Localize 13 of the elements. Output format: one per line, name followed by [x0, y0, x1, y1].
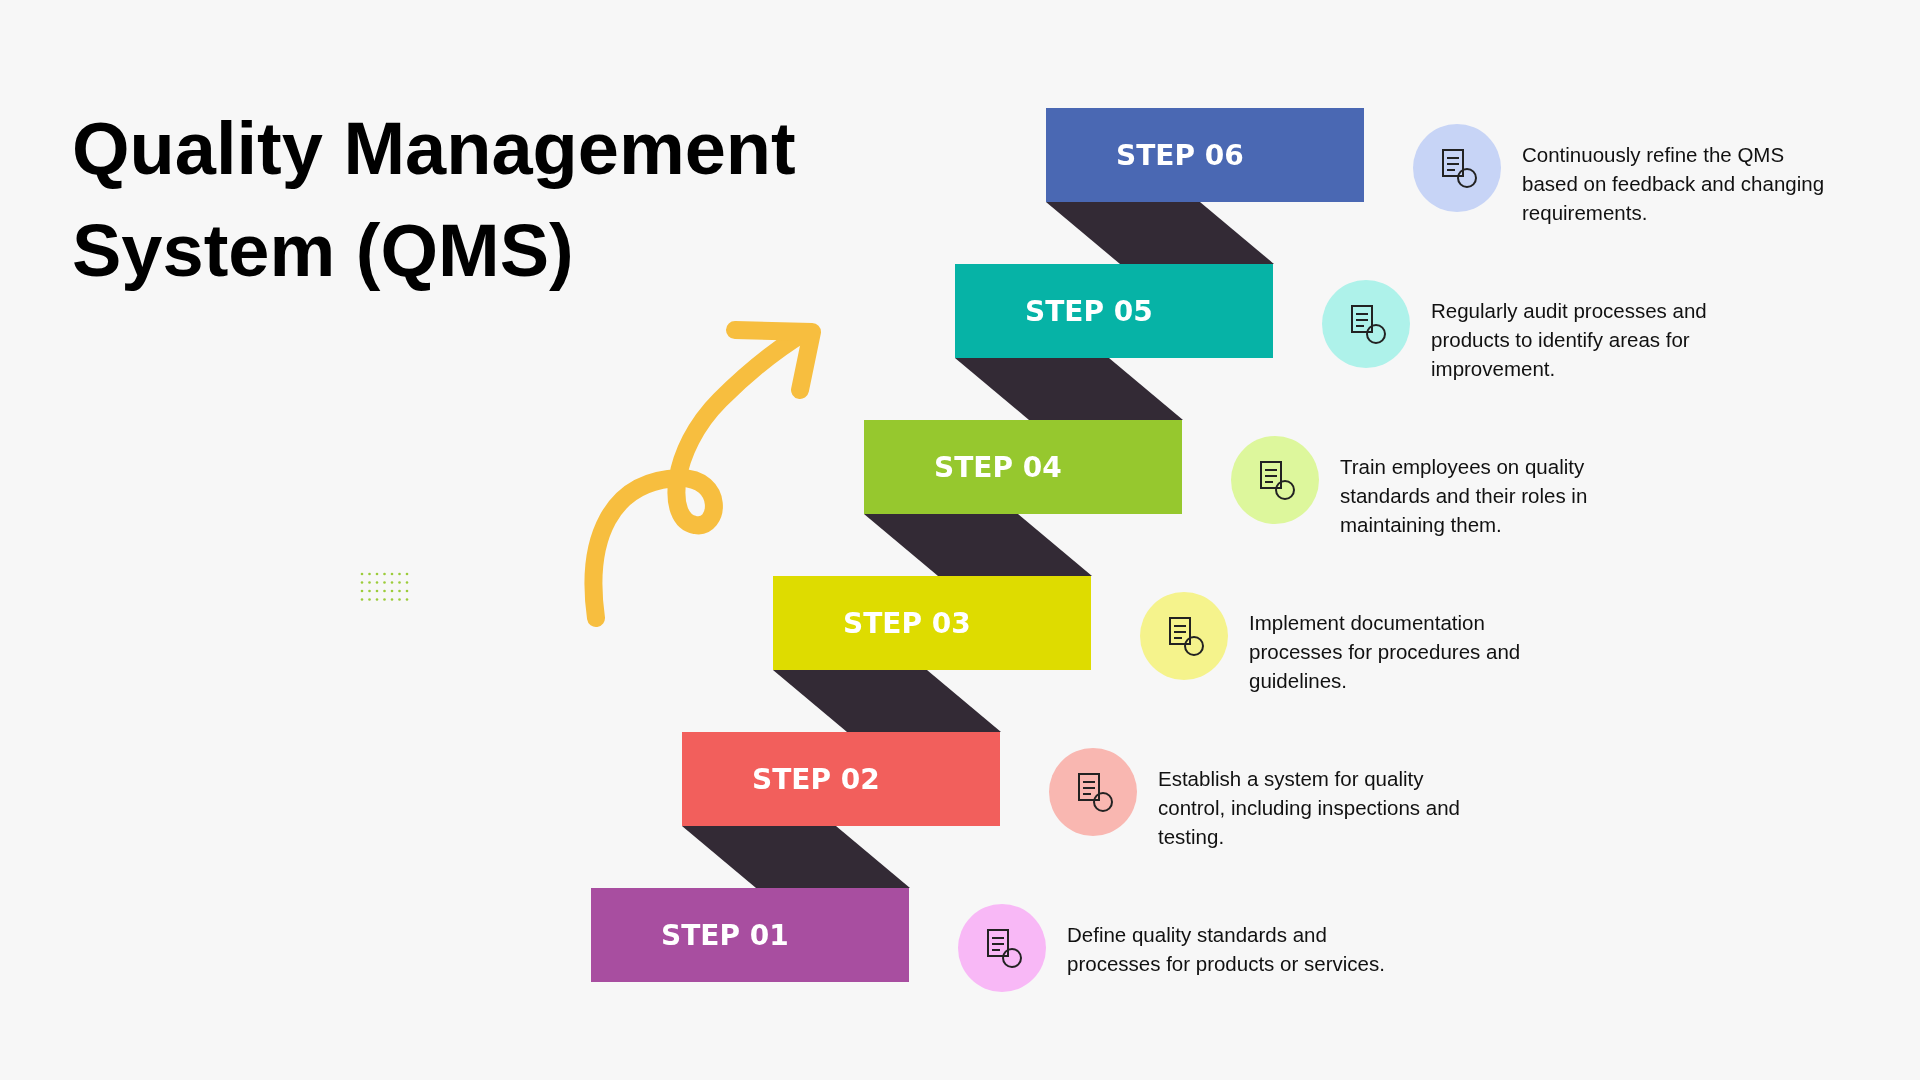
step-box: STEP 03: [773, 576, 1091, 670]
title: Quality Management System (QMS): [72, 106, 797, 294]
step-box: STEP 02: [682, 732, 1000, 826]
step-box: STEP 05: [955, 264, 1273, 358]
step-description: Define quality standards and processes for products or services.: [1067, 922, 1386, 977]
step-description: Regularly audit processes and products to identify areas for improvement.: [1431, 298, 1708, 382]
step-description: Implement documentation processes for procedures and guidelines.: [1249, 610, 1522, 694]
step-box: STEP 06: [1046, 108, 1364, 202]
step-description: Establish a system for quality control, including inspections and testing.: [1158, 766, 1461, 850]
step-box: STEP 01: [591, 888, 909, 982]
step-description: Continuously refine the QMS based on feedback and changing requirements.: [1522, 142, 1826, 226]
step-description: Train employees on quality standards and their roles in maintaining them.: [1340, 454, 1589, 538]
step-box: STEP 04: [864, 420, 1182, 514]
